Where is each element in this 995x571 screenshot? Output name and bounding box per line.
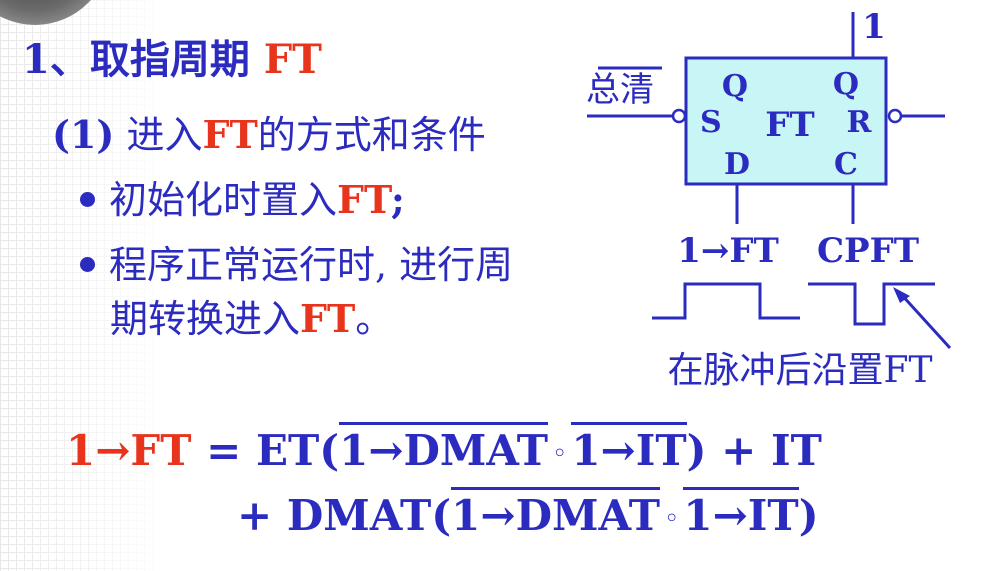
clear-label: 总清 (586, 70, 654, 110)
positive-pulse-waveform (652, 282, 800, 320)
bullet-2-text-b: 。 (355, 297, 394, 341)
flipflop-box (684, 56, 888, 186)
bullet-dot-icon (80, 257, 95, 272)
slide-title: 1、取指周期 FT (22, 40, 322, 80)
clear-inversion-bubble (671, 108, 687, 124)
negative-pulse-waveform (808, 282, 935, 326)
subheading-highlight: FT (202, 112, 258, 157)
bullet-item-2-continued: 期转换进入FT。 (110, 297, 394, 341)
output-inversion-bubble (887, 108, 903, 124)
formula-line-2-suffix: ) (798, 491, 819, 540)
formula-equals: = (206, 426, 242, 475)
bullet-2-text-a: 期转换进入 (110, 297, 301, 341)
formula-and-operator: ◦ (551, 439, 568, 469)
bullet-item-1: 初始化时置入FT; (80, 181, 405, 219)
bullet-item-2: 程序正常运行时, 进行周 (80, 246, 513, 284)
pulse-trailing-edge-note: 在脉冲后沿置FT (668, 350, 933, 391)
arrow-head-icon (893, 287, 910, 303)
bullet-1-text-a: 初始化时置入 (109, 178, 338, 222)
pin-q-label: Q (833, 67, 859, 102)
section-subheading: (1) 进入FT的方式和条件 (52, 113, 486, 157)
pin-qbar-label: Q (722, 69, 748, 104)
bullet-1-highlight: FT (337, 177, 391, 222)
formula-line-2-term-1: 1→DMAT (451, 487, 661, 540)
bullet-1-text-b: ; (390, 177, 405, 222)
bullet-dot-icon (80, 192, 95, 207)
formula-line-2-prefix: + DMAT( (237, 491, 452, 540)
block-name-label: FT (765, 105, 814, 145)
pin-s-label: S (700, 105, 722, 140)
title-text: 1、取指周期 (22, 36, 250, 83)
formula-lhs: 1→FT (66, 426, 192, 475)
top-input-label: 1 (862, 7, 886, 47)
subheading-text-a: 进入 (126, 113, 203, 157)
subheading-text-b: 的方式和条件 (257, 113, 486, 157)
formula-line-1-term-2: 1→IT (571, 422, 687, 475)
formula-line-1-suffix: ) + IT (686, 426, 822, 475)
pin-r-label: R (847, 105, 873, 140)
bullet-2-line-1: 程序正常运行时, 进行周 (109, 243, 514, 287)
pin-d-label: D (724, 147, 750, 182)
formula-line-1-term-1: 1→DMAT (339, 422, 548, 475)
c-input-label: CPFT (817, 231, 919, 271)
subheading-number: (1) (52, 112, 115, 157)
formula-line-2: + DMAT(1→DMAT◦1→IT) (237, 487, 819, 540)
bullet-2-highlight: FT (300, 296, 356, 341)
formula-line-2-term-2: 1→IT (683, 487, 799, 540)
trailing-edge-arrow (898, 291, 952, 350)
d-input-label: 1→FT (677, 231, 779, 271)
formula-line-1-prefix: ET( (255, 426, 340, 475)
title-highlight: FT (263, 36, 322, 83)
pin-c-label: C (834, 147, 858, 182)
background-grid-pattern (0, 0, 170, 571)
formula-line-1: 1→FT = ET(1→DMAT◦1→IT) + IT (66, 422, 822, 475)
formula-and-operator: ◦ (664, 504, 680, 534)
